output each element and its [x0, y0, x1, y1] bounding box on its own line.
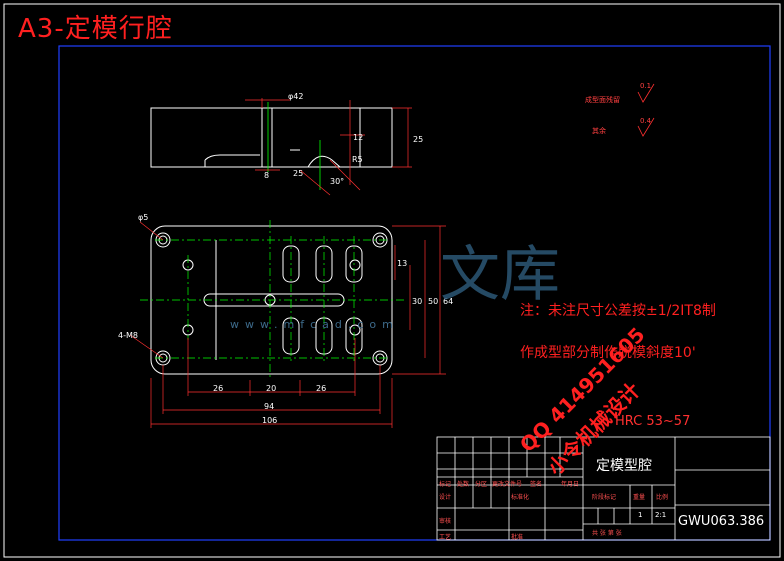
watermark-cn: 文库: [440, 240, 560, 310]
tb-r1-c1: 标记: [439, 481, 452, 488]
drawing-number: GWU063.386: [678, 514, 765, 529]
part-name: 定模型腔: [596, 458, 652, 474]
roughness-value-1: 0.1: [640, 82, 652, 90]
roughness-value-2: 0.4: [640, 117, 652, 125]
tb-r4-c4: 批准: [511, 534, 524, 541]
tb-sheet-label: 共 张 第 张: [592, 530, 622, 537]
roughness-label-2: 其余: [592, 127, 606, 135]
side-view-dims: [245, 98, 412, 196]
tb-r1-c6: 年月日: [561, 481, 580, 488]
dim-top-height: 25: [413, 135, 423, 144]
tb-r3-c1: 审核: [439, 518, 452, 525]
dim-seg-c: 26: [316, 384, 326, 393]
plan-view-dims: [129, 221, 446, 428]
dim-left-side: 4-M8: [118, 331, 138, 340]
dim-top-angle: 30°: [330, 177, 344, 186]
dim-overall-width: 106: [262, 416, 277, 425]
plan-view-centerlines: [140, 220, 405, 380]
roughness-label-1: 成型面残留: [585, 96, 620, 104]
tb-weight-label: 重量: [633, 494, 646, 501]
dim-top-r: R5: [352, 155, 363, 164]
drawing-title: A3-定模行腔: [18, 14, 173, 44]
dim-right-a: 30: [412, 297, 422, 306]
dim-right-c: 64: [443, 297, 453, 306]
note-draft-angle: 作成型部分制作脱模斜度10': [520, 345, 696, 361]
dim-right-b: 50: [428, 297, 438, 306]
dim-top-b: 8: [264, 171, 269, 180]
tb-r1-c2: 处数: [457, 481, 470, 488]
tb-r1-c5: 签名: [530, 481, 543, 488]
dim-left-dia: φ5: [138, 213, 148, 222]
tb-stage-label: 阶段标记: [592, 494, 617, 501]
dim-seg-a: 26: [213, 384, 223, 393]
tb-r1-c4: 更改文件号: [492, 481, 523, 488]
tb-quantity: 1: [638, 511, 643, 519]
dim-seg-b: 20: [266, 384, 276, 393]
roughness-symbols: [637, 83, 655, 137]
tb-r2-c4: 标准化: [511, 494, 530, 501]
side-view: [150, 107, 393, 168]
dim-top-a: 25: [293, 169, 303, 178]
tb-r4-c1: 工艺: [439, 534, 452, 541]
tb-scale-label: 比例: [656, 494, 669, 501]
watermark-site: www.mfcad.com: [230, 318, 399, 331]
outer-frame: [3, 3, 781, 558]
tb-r1-c3: 分区: [475, 481, 488, 488]
inner-frame: [58, 45, 771, 541]
tb-scale: 2:1: [655, 511, 667, 519]
dim-top-small: 12: [353, 133, 363, 142]
note-tolerance: 注：未注尺寸公差按±1/2IT8制: [520, 303, 716, 319]
tb-r2-c1: 设计: [439, 494, 452, 501]
dim-top-dia: φ42: [288, 92, 303, 101]
hardness-spec: HRC 53~57: [615, 414, 691, 429]
dim-right-d: 13: [397, 259, 407, 268]
side-view-center: [267, 102, 321, 190]
title-block: [436, 436, 771, 541]
dim-inner-width: 94: [264, 402, 274, 411]
